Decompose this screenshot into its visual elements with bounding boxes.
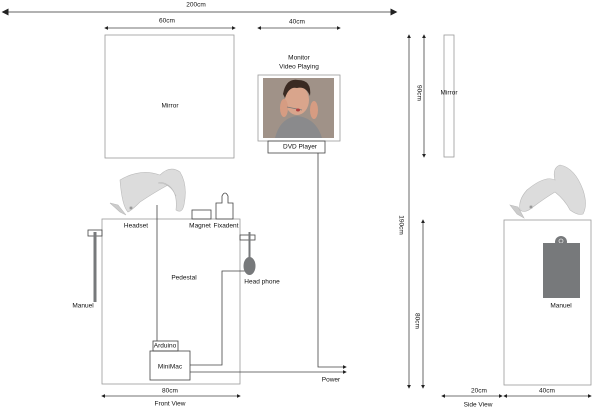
pedestal-side xyxy=(503,219,592,386)
dim-label-90cm: 90cm xyxy=(415,85,423,101)
dvd-player-label: DVD Player xyxy=(283,143,317,151)
video-playing-label: Video Playing xyxy=(279,63,319,71)
mirror-side-label: Mirror xyxy=(440,89,458,97)
dim-label-40cm-side: 40cm xyxy=(539,387,555,395)
headset-label: Headset xyxy=(123,222,149,230)
dim-label-190cm: 190cm xyxy=(397,215,405,235)
dvd-player xyxy=(267,140,326,154)
dim-label-40cm-monitor: 40cm xyxy=(289,18,305,26)
headphone-stick xyxy=(248,232,251,260)
minimac-label: MiniMac xyxy=(157,363,183,371)
dim-label-80cm-side: 80cm xyxy=(413,313,421,329)
pedestal-label: Pedestal xyxy=(171,274,197,282)
headphone-clamp xyxy=(239,234,256,241)
dim-label-20cm: 20cm xyxy=(471,387,487,395)
fixadent-tube xyxy=(215,192,234,220)
arduino-label: Arduino xyxy=(153,342,177,350)
manuel-front-label: Manuel xyxy=(72,302,94,310)
manuel-front xyxy=(93,232,97,302)
headset-front-icon xyxy=(109,168,186,216)
video-still-image xyxy=(263,78,334,138)
mirror-side xyxy=(443,34,455,158)
dim-label-200cm: 200cm xyxy=(186,1,206,9)
mirror-front xyxy=(104,34,235,159)
dim-label-80cm: 80cm xyxy=(162,387,178,395)
pedestal-front xyxy=(101,218,241,385)
manuel-side-label: Manuel xyxy=(550,302,572,310)
headset-side-icon xyxy=(509,164,586,219)
headphone-icon xyxy=(243,257,256,275)
fixadent-label: Fixadent xyxy=(213,222,239,230)
minimac-box xyxy=(149,350,191,381)
side-view-title: Side View xyxy=(463,401,493,409)
dim-label-60cm: 60cm xyxy=(159,17,175,25)
magnet-label: Magnet xyxy=(189,222,211,230)
headphone-cable xyxy=(190,270,245,366)
magnet xyxy=(191,209,212,220)
mirror-label: Mirror xyxy=(161,102,179,110)
head-phone-label: Head phone xyxy=(244,278,280,286)
front-view-title: Front View xyxy=(154,400,186,408)
dvd-power-cable xyxy=(317,153,347,369)
monitor-label: Monitor xyxy=(288,54,310,62)
manuel-side xyxy=(543,243,580,298)
power-label: Power xyxy=(321,376,341,384)
